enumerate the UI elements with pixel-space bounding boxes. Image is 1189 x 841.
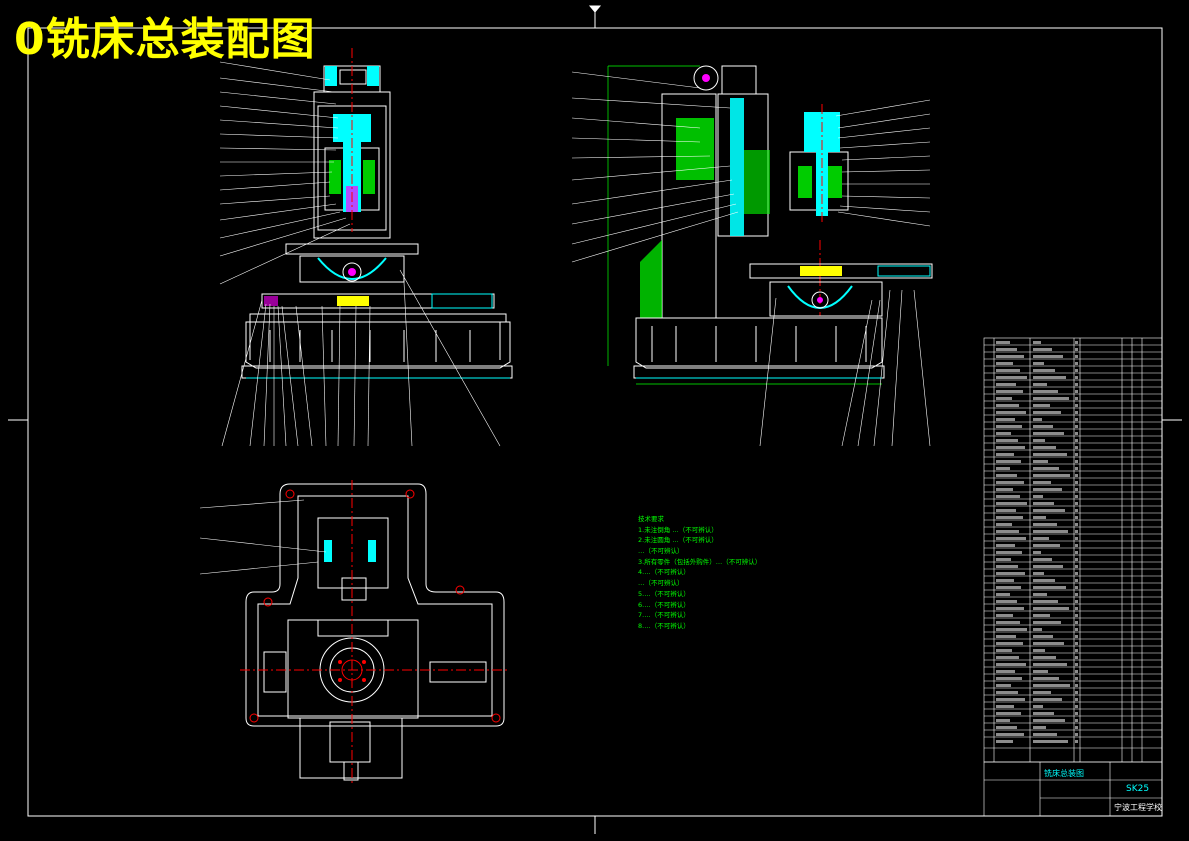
drawing-title: 0铣床总装配图: [14, 14, 316, 65]
side-view: [571, 65, 933, 447]
title-block-organization: 宁波工程学校: [1114, 803, 1162, 812]
title-block-drawing-name: 铣床总装图: [1044, 769, 1084, 778]
technical-notes: 技术要求 1.未注倒角 …（不可辨认） 2.未注圆角 …（不可辨认） …（不可辨…: [638, 514, 761, 632]
notes-line: 2.未注圆角 …（不可辨认）: [638, 536, 718, 545]
front-view: [219, 48, 513, 447]
notes-line: 6.…（不可辨认）: [638, 600, 690, 609]
top-view: [199, 480, 510, 784]
title-block-drawing-code: SK25: [1126, 784, 1150, 794]
notes-line: 3.所有零件（包括外购件）…（不可辨认）: [638, 557, 762, 566]
notes-line: 7.…（不可辨认）: [638, 611, 690, 620]
notes-line: 1.未注倒角 …（不可辨认）: [638, 525, 718, 534]
notes-line: …（不可辨认）: [638, 579, 684, 588]
parts-list-fake-text: [996, 341, 1078, 743]
parts-list-table: [983, 337, 1163, 817]
notes-heading: 技术要求: [638, 515, 664, 523]
notes-line: 4.…（不可辨认）: [638, 568, 690, 577]
notes-line: 5.…（不可辨认）: [638, 589, 690, 598]
notes-line: …（不可辨认）: [638, 547, 684, 556]
notes-line: 8.…（不可辨认）: [638, 621, 690, 630]
